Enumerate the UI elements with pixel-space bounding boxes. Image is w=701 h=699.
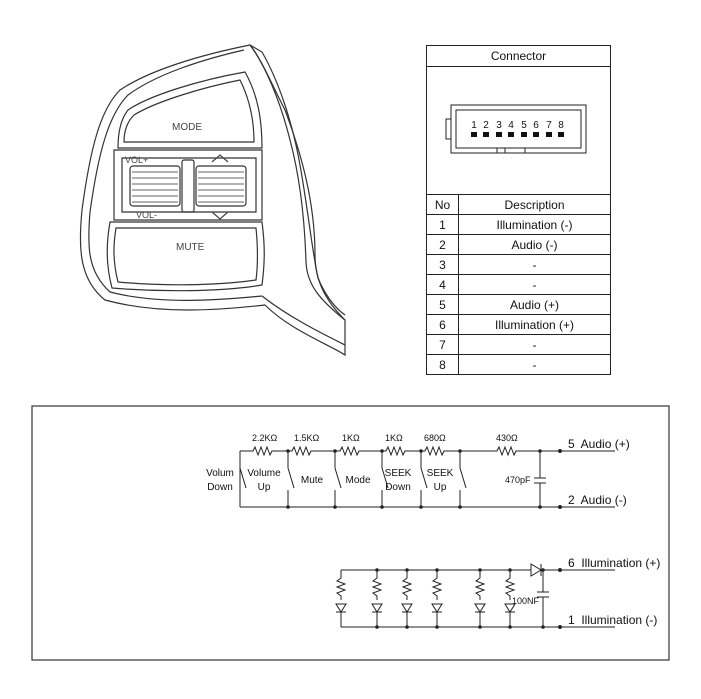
pin-description: Illumination (-) — [458, 214, 611, 235]
pin-description: Illumination (+) — [458, 314, 611, 335]
pin-label: 6 — [533, 120, 539, 131]
terminal-labels: 5 Audio (+) 2 Audio (-) 6 Illumination (… — [568, 437, 660, 627]
resistor-label: 680Ω — [424, 433, 446, 443]
connector-image: 1 2 3 4 5 6 7 8 — [426, 66, 611, 195]
col-header-description: Description — [458, 194, 611, 215]
table-row: 8- — [426, 354, 611, 375]
capacitor-audio-label: 470pF — [505, 475, 531, 485]
pin-description: Audio (-) — [458, 234, 611, 255]
col-header-no: No — [426, 194, 459, 215]
diode-icon — [530, 563, 542, 577]
mode-label: MODE — [172, 122, 202, 133]
connector-title: Connector — [426, 45, 611, 67]
circuit-frame — [31, 405, 670, 661]
pin-description: Audio (+) — [458, 294, 611, 315]
pin-description: - — [458, 354, 611, 375]
pin-no: 6 — [426, 314, 459, 335]
resistor-label: 1KΩ — [385, 433, 403, 443]
switch-labels: Volum Down Volume Up Mute Mode SEEK Down… — [206, 468, 454, 493]
circuit-wiring — [239, 445, 615, 628]
switch-label: Volume — [247, 468, 281, 479]
terminal-audio-minus: 2 Audio (-) — [568, 493, 627, 507]
junction-dots — [286, 449, 562, 629]
switch-label: Down — [207, 482, 233, 493]
mute-label: MUTE — [176, 242, 205, 253]
terminal-illum-minus: 1 Illumination (-) — [568, 613, 657, 627]
roller-ribs — [132, 171, 244, 203]
pin-description: - — [458, 254, 611, 275]
switch-label: Down — [385, 482, 411, 493]
resistor-labels: 2.2KΩ 1.5KΩ 1KΩ 1KΩ 680Ω 430Ω — [252, 433, 518, 443]
switch-label: SEEK — [385, 468, 412, 479]
pin-label: 5 — [521, 120, 527, 131]
connector-icon: 1 2 3 4 5 6 7 8 — [445, 104, 587, 154]
pin-no: 7 — [426, 334, 459, 355]
pin-description: - — [458, 274, 611, 295]
switch-label: Mute — [301, 475, 324, 486]
pin-description: - — [458, 334, 611, 355]
pin-no: 3 — [426, 254, 459, 275]
connector-table: Connector 1 2 3 4 5 6 7 — [426, 45, 611, 375]
connector-pin-labels: 1 2 3 4 5 6 7 8 — [471, 120, 564, 131]
switch-label: SEEK — [427, 468, 454, 479]
table-row: 7- — [426, 334, 611, 355]
terminal-illum-plus: 6 Illumination (+) — [568, 556, 660, 570]
resistor-label: 2.2KΩ — [252, 433, 278, 443]
vol-minus-label: VOL- — [136, 210, 157, 220]
pin-label: 1 — [471, 120, 477, 131]
pin-no: 1 — [426, 214, 459, 235]
pin-label: 2 — [483, 120, 489, 131]
led-branches — [335, 570, 516, 627]
switch-housing — [79, 44, 346, 357]
vol-plus-label: VOL+ — [125, 155, 148, 165]
pin-label: 8 — [558, 120, 564, 131]
resistor-label: 430Ω — [496, 433, 518, 443]
chevron-down-icon — [211, 211, 229, 220]
pin-no: 2 — [426, 234, 459, 255]
switch-label: Mode — [345, 475, 370, 486]
pin-label: 3 — [496, 120, 502, 131]
pin-no: 4 — [426, 274, 459, 295]
pin-label: 4 — [508, 120, 514, 131]
resistor-label: 1KΩ — [342, 433, 360, 443]
connector-pin-slots — [471, 132, 564, 137]
resistor-label: 1.5KΩ — [294, 433, 320, 443]
switch-label: Up — [434, 482, 447, 493]
table-row: 4- — [426, 274, 611, 295]
terminal-audio-plus: 5 Audio (+) — [568, 437, 630, 451]
capacitor-illum-label: 100NF — [512, 596, 540, 606]
switch-label: Up — [258, 482, 271, 493]
pin-no: 5 — [426, 294, 459, 315]
pin-no: 8 — [426, 354, 459, 375]
table-row: 3- — [426, 254, 611, 275]
chevron-up-icon — [211, 154, 229, 163]
switch-label: Volum — [206, 468, 234, 479]
arrow-icons — [211, 154, 229, 220]
audio-top-bus — [240, 445, 560, 457]
pin-label: 7 — [546, 120, 552, 131]
